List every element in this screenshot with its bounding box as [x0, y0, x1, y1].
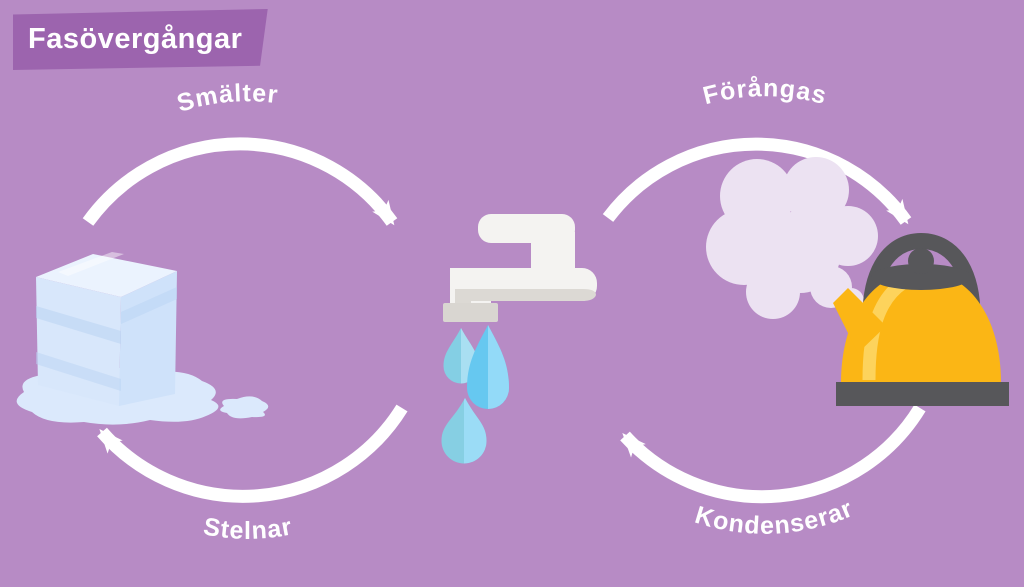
water-drop-light-half	[488, 325, 509, 409]
ice-streak	[36, 352, 121, 391]
kettle	[833, 232, 1009, 406]
steam-cloud	[706, 157, 878, 319]
water-drop-light-half	[464, 398, 487, 464]
cycle-arrows	[82, 137, 926, 504]
arrow-evaporate	[602, 137, 912, 225]
ice-streak	[36, 306, 121, 344]
ice-streak	[121, 287, 177, 324]
faucet	[443, 214, 597, 322]
ice-streak-top	[58, 252, 124, 276]
kettle-base	[836, 382, 1009, 406]
water-drops	[441, 325, 509, 464]
kettle-steam-icon	[706, 157, 1009, 406]
kettle-lid	[871, 264, 971, 290]
kettle-spout	[833, 288, 886, 353]
label-evaporate: Förångas	[700, 74, 830, 110]
kettle-handle	[862, 232, 981, 341]
faucet-nozzle	[443, 303, 498, 322]
faucet-drops-icon	[441, 214, 597, 464]
title-banner: Fasövergångar	[13, 9, 268, 70]
melt-puddle-small	[220, 396, 269, 419]
ice-face-top	[36, 254, 177, 297]
faucet-shading	[455, 289, 596, 312]
label-solidify: Stelnar	[201, 512, 294, 544]
kettle-knob	[908, 248, 934, 274]
arrow-condense	[620, 404, 926, 504]
arrow-melt	[82, 137, 398, 226]
arrow-solidify	[97, 404, 408, 503]
label-melt: Smälter	[174, 79, 280, 118]
page-title: Fasövergångar	[28, 23, 243, 55]
ice-cube-icon	[16, 252, 269, 425]
